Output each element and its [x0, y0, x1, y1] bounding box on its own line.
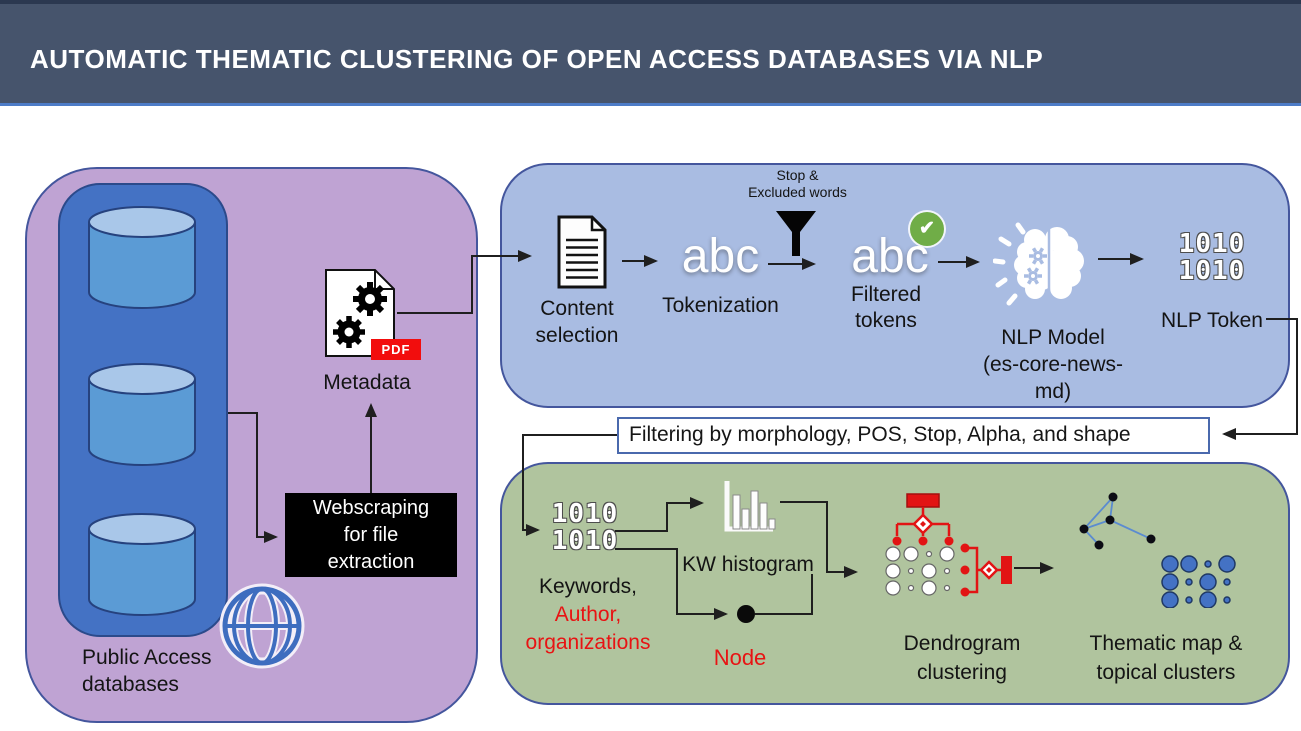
topical-clusters-icon — [1161, 555, 1236, 608]
keywords-line1: Keywords, — [538, 575, 638, 598]
database-cylinder-icon — [88, 363, 196, 466]
metadata-file-gears-icon — [325, 269, 395, 357]
nlp-model-label: NLP Model (es-core-news-md) — [968, 324, 1138, 405]
kw-histogram-label: KW histogram — [682, 553, 814, 576]
nlp-brain-icon — [993, 222, 1084, 306]
tokenization-label: Tokenization — [662, 294, 779, 317]
pdf-badge: PDF — [371, 339, 421, 360]
page-title: AUTOMATIC THEMATIC CLUSTERING OF OPEN AC… — [30, 44, 1044, 74]
keywords-line3: organizations — [525, 631, 651, 654]
keywords-label: Keywords, Author, organizations — [508, 573, 668, 657]
filtering-text: Filtering by morphology, POS, Stop, Alph… — [629, 423, 1131, 446]
stop-words-line1: Stop & — [776, 167, 819, 183]
keywords-binary-icon: 1010 1010 — [545, 501, 625, 555]
keywords-line2: Author, — [554, 603, 622, 626]
filtering-bar: Filtering by morphology, POS, Stop, Alph… — [617, 417, 1210, 454]
webscraping-line1: Webscraping — [312, 497, 430, 519]
nlp-token-label: NLP Token — [1161, 309, 1263, 332]
nlp-model-line1: NLP Model — [1001, 326, 1105, 349]
content-selection-line2: selection — [535, 324, 619, 347]
binary-line1: 1010 — [1178, 229, 1246, 259]
node-dot-icon — [737, 605, 755, 623]
abc-tokens-icon: abc — [681, 230, 760, 283]
filtered-tokens-label: Filtered tokens — [826, 282, 946, 334]
database-cylinder-icon — [88, 513, 196, 616]
nlp-model-line2: (es-core-news-md) — [982, 353, 1124, 403]
histogram-icon — [724, 481, 776, 532]
binary-line1: 1010 — [551, 499, 619, 529]
dendrogram-icon — [885, 493, 1012, 597]
db-label-line2: databases — [82, 673, 179, 696]
stop-words-line2: Excluded words — [748, 184, 847, 200]
filtered-tokens-line1: Filtered — [850, 283, 922, 306]
binary-token-icon: 1010 1010 — [1172, 231, 1252, 285]
binary-line2: 1010 — [1178, 256, 1246, 286]
webscraping-line2: for file — [343, 524, 399, 546]
db-label-line1: Public Access — [82, 646, 212, 669]
binary-line2: 1010 — [551, 526, 619, 556]
webscraping-line3: extraction — [327, 551, 415, 573]
network-map-icon — [1079, 492, 1156, 550]
dendrogram-label: Dendrogram clustering — [882, 629, 1042, 687]
check-icon: ✔ — [910, 212, 944, 246]
webscraping-box: Webscraping for file extraction — [285, 493, 457, 577]
nlp-pipeline-panel — [500, 163, 1290, 408]
content-selection-line1: Content — [540, 297, 614, 320]
content-selection-label: Content selection — [517, 295, 637, 349]
filtered-tokens-line2: tokens — [855, 309, 917, 332]
thematic-map-label: Thematic map & topical clusters — [1086, 629, 1246, 687]
node-label: Node — [713, 645, 767, 670]
stop-words-label: Stop & Excluded words — [735, 167, 860, 201]
dendrogram-line1: Dendrogram — [903, 632, 1021, 655]
db-label: Public Access databases — [82, 644, 262, 698]
thematic-map-line1: Thematic map & — [1089, 632, 1243, 655]
header-bar: AUTOMATIC THEMATIC CLUSTERING OF OPEN AC… — [0, 0, 1301, 106]
thematic-map-line2: topical clusters — [1096, 661, 1236, 684]
database-cylinder-icon — [88, 206, 196, 309]
document-icon — [557, 215, 607, 289]
dendrogram-line2: clustering — [917, 661, 1007, 684]
globe-icon — [219, 583, 305, 669]
funnel-icon — [776, 211, 816, 256]
metadata-label: Metadata — [323, 371, 411, 394]
